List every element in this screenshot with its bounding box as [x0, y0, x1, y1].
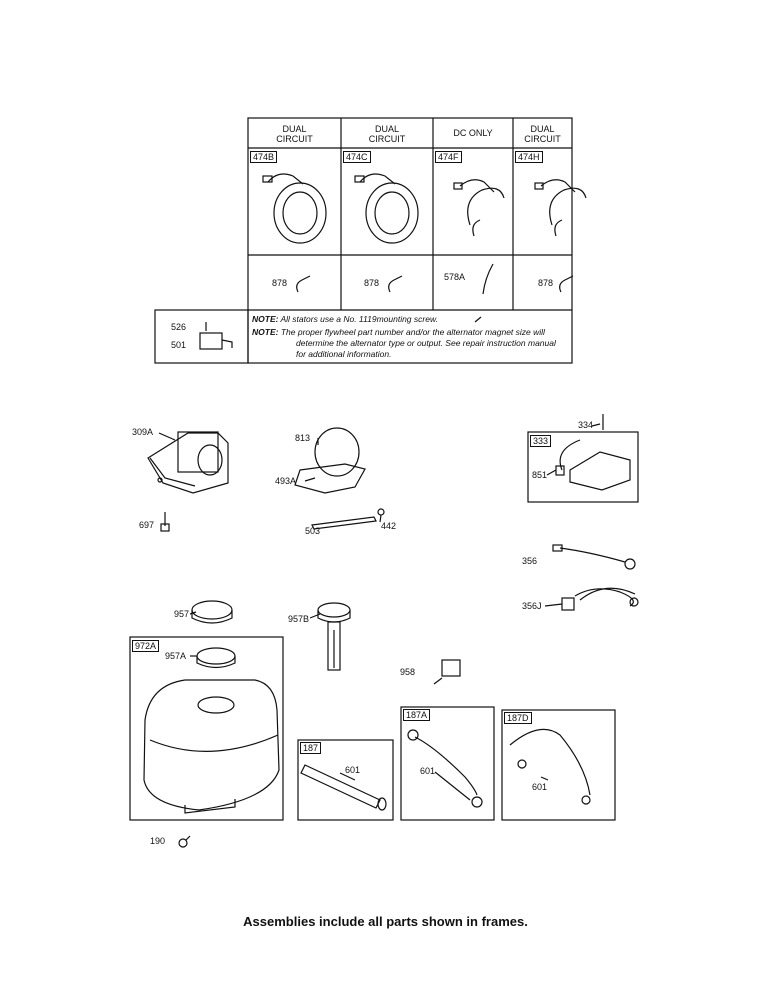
part-label-813: 813 [295, 433, 311, 443]
part-label-958: 958 [400, 667, 416, 677]
part-label-501: 501 [171, 340, 187, 350]
part-label-333: 333 [530, 435, 552, 447]
wire-356-art [552, 544, 636, 570]
strap-503-art [311, 516, 377, 530]
part-label-878-c: 878 [538, 278, 554, 288]
fuel-cap-dipstick-957B-art [317, 602, 351, 671]
part-label-601-a: 601 [345, 765, 361, 775]
part-label-309A: 309A [132, 427, 154, 437]
part-label-878-b: 878 [364, 278, 380, 288]
frame-333 [527, 431, 639, 503]
header-col-4-line2: CIRCUIT [524, 134, 561, 144]
header-col-2-line1: DUAL [374, 124, 399, 134]
part-label-474C: 474C [343, 151, 371, 163]
lead-878-b-art [388, 275, 403, 293]
header-col-3: DC ONLY [433, 128, 513, 138]
ignition-coil-309A-art [147, 431, 229, 494]
stator-474F-art [453, 179, 505, 237]
frame-187 [297, 739, 394, 821]
lead-578A-art [482, 263, 494, 295]
header-col-1: DUAL CIRCUIT [248, 124, 341, 144]
part-label-697: 697 [139, 520, 155, 530]
note-1-text: All stators use a No. 1119mounting screw… [280, 314, 439, 324]
note-2-prefix: NOTE: [252, 327, 279, 337]
rectifier-501-art [199, 322, 233, 350]
assemblies-caption: Assemblies include all parts shown in fr… [243, 914, 528, 929]
fuel-line-187A-art [407, 729, 483, 808]
screw-697-art [160, 512, 170, 532]
part-label-972A: 972A [132, 640, 160, 652]
lead-878-a-art [296, 275, 311, 293]
frame-187A [400, 706, 495, 821]
fuel-cap-957A-art [196, 647, 236, 669]
part-label-957B: 957B [288, 614, 310, 624]
part-label-190: 190 [150, 836, 166, 846]
module-333-art [555, 439, 631, 491]
part-label-957A: 957A [165, 651, 187, 661]
part-label-851: 851 [532, 470, 548, 480]
stator-474B-art [262, 173, 327, 244]
fuel-line-187-art [300, 764, 387, 811]
part-label-334: 334 [578, 420, 594, 430]
header-col-4-line1: DUAL [530, 124, 555, 134]
part-label-474F: 474F [435, 151, 462, 163]
lead-878-c-art [559, 275, 574, 293]
screw-190-art [178, 835, 191, 848]
note-flywheel-line3: for additional information. [296, 349, 392, 359]
part-label-187D: 187D [504, 712, 532, 724]
leader-lines [158, 423, 601, 801]
stator-474H-art [534, 179, 587, 237]
frame-187D [501, 709, 616, 821]
fuel-tank-art [143, 679, 280, 814]
note-1-prefix: NOTE: [252, 314, 279, 324]
note-mounting-screw: NOTE: All stators use a No. 1119mounting… [252, 314, 438, 324]
clamp-813-art [294, 427, 366, 494]
fuel-cap-957-art [191, 600, 233, 624]
part-label-474B: 474B [250, 151, 278, 163]
part-label-356J: 356J [522, 601, 542, 611]
header-col-2: DUAL CIRCUIT [341, 124, 433, 144]
fuel-filter-958-art [433, 659, 461, 685]
note-2-line1: The proper flywheel part number and/or t… [280, 327, 545, 337]
note-flywheel-line2: determine the alternator type or output.… [296, 338, 556, 348]
part-label-503: 503 [305, 526, 321, 536]
screw-442-art [377, 508, 385, 523]
screw-icon [474, 316, 482, 323]
part-label-601-c: 601 [532, 782, 548, 792]
header-col-1-line2: CIRCUIT [276, 134, 313, 144]
fuel-line-187D-art [509, 728, 591, 805]
header-col-2-line2: CIRCUIT [368, 134, 406, 144]
part-label-878-a: 878 [272, 278, 288, 288]
part-label-526: 526 [171, 322, 187, 332]
part-label-187A: 187A [403, 709, 431, 721]
header-col-1-line1: DUAL [282, 124, 307, 134]
part-label-578A: 578A [444, 272, 466, 282]
part-label-187: 187 [300, 742, 322, 754]
header-col-3-line1: DC ONLY [453, 128, 493, 138]
note-flywheel: NOTE: The proper flywheel part number an… [252, 327, 545, 337]
stator-table-frame [154, 117, 573, 364]
header-col-4: DUAL CIRCUIT [513, 124, 572, 144]
harness-356J-art [561, 587, 639, 611]
part-label-957: 957 [174, 609, 190, 619]
part-label-493A: 493A [275, 476, 297, 486]
frame-972A [129, 636, 284, 821]
part-label-474H: 474H [515, 151, 543, 163]
stator-474C-art [354, 173, 419, 244]
part-label-442: 442 [381, 521, 397, 531]
part-label-356: 356 [522, 556, 538, 566]
part-label-601-b: 601 [420, 766, 436, 776]
